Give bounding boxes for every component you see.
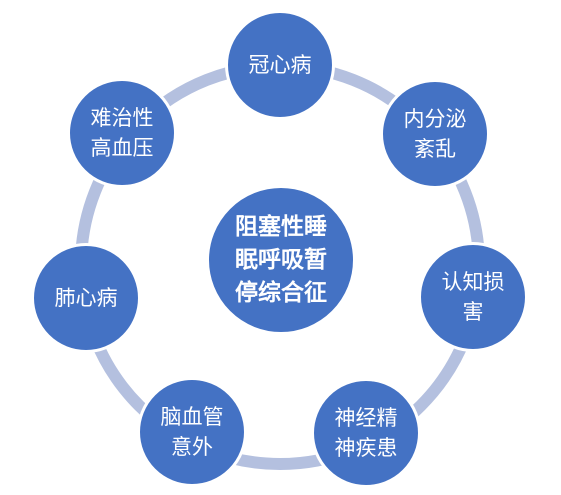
node-neifenmi-label: 内分泌 紊乱	[403, 107, 467, 161]
node-guanxinbing-label: 冠心病	[248, 53, 312, 77]
node-neifenmi: 内分泌 紊乱	[380, 79, 490, 189]
node-shenjing-label: 神经精 神疾患	[334, 406, 398, 460]
node-renzhi: 认知损 害	[418, 242, 528, 352]
node-feixinbing: 肺心病	[31, 243, 141, 353]
node-gaoxueya: 难治性 高血压	[67, 78, 177, 188]
node-feixinbing-label: 肺心病	[54, 286, 118, 310]
node-shenjing: 神经精 神疾患	[311, 378, 421, 488]
center-node-label: 阻塞性睡 眠呼吸暂 停综合征	[235, 213, 327, 306]
node-guanxinbing: 冠心病	[225, 10, 335, 120]
node-naoxueguan-label: 脑血管 意外	[160, 405, 224, 459]
node-naoxueguan: 脑血管 意外	[137, 377, 247, 487]
center-node: 阻塞性睡 眠呼吸暂 停综合征	[206, 185, 356, 335]
node-renzhi-label: 认知损 害	[441, 270, 505, 324]
node-gaoxueya-label: 难治性 高血压	[90, 106, 154, 160]
